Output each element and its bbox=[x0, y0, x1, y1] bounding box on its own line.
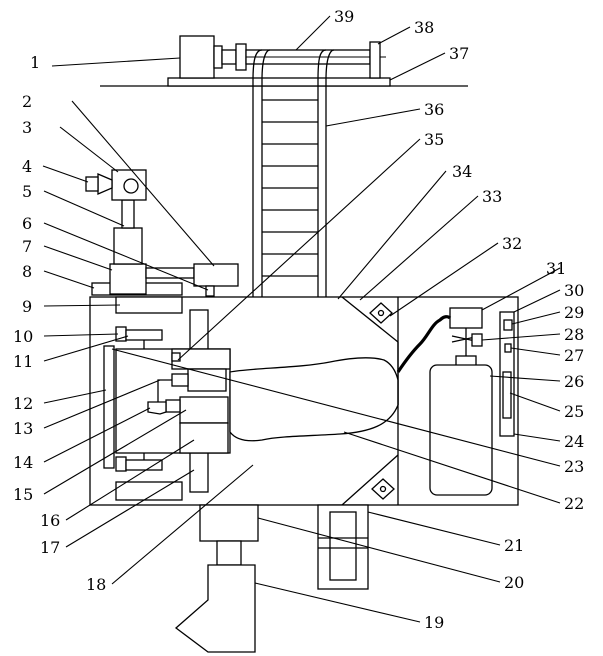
label-17: 17 bbox=[40, 538, 60, 557]
label-32: 32 bbox=[502, 234, 522, 253]
label-27: 27 bbox=[564, 346, 584, 365]
label-7: 7 bbox=[22, 237, 32, 256]
arm-body bbox=[230, 358, 398, 441]
lift-block-18 bbox=[200, 505, 258, 541]
camera-arm bbox=[146, 268, 194, 278]
label-28: 28 bbox=[564, 325, 584, 344]
indicator-27 bbox=[505, 344, 511, 352]
motor-14 bbox=[180, 397, 228, 423]
pole-base-7 bbox=[110, 264, 146, 294]
label-14: 14 bbox=[13, 453, 33, 472]
motor-16 bbox=[180, 423, 228, 453]
label-11: 11 bbox=[13, 352, 33, 371]
label-16: 16 bbox=[40, 511, 60, 530]
label-38: 38 bbox=[414, 18, 434, 37]
ladder-rope-left-outer bbox=[253, 50, 262, 298]
label-6: 6 bbox=[22, 214, 32, 233]
camera-lens-icon bbox=[124, 179, 138, 193]
label-23: 23 bbox=[564, 457, 584, 476]
label-21: 21 bbox=[504, 536, 524, 555]
rope-ladder bbox=[253, 50, 334, 298]
motor-flange bbox=[214, 46, 222, 68]
camera-front bbox=[86, 177, 98, 191]
label-15: 15 bbox=[13, 485, 33, 504]
camera-body-4 bbox=[98, 174, 112, 194]
label-19: 19 bbox=[424, 613, 444, 632]
label-4: 4 bbox=[22, 157, 32, 176]
label-20: 20 bbox=[504, 573, 524, 592]
label-18: 18 bbox=[86, 575, 106, 594]
label-1: 1 bbox=[30, 53, 40, 72]
label-24: 24 bbox=[564, 432, 584, 451]
label-10: 10 bbox=[13, 327, 33, 346]
label-36: 36 bbox=[424, 100, 444, 119]
label-9: 9 bbox=[22, 297, 32, 316]
pole-upper-5 bbox=[122, 200, 134, 228]
label-39: 39 bbox=[334, 7, 354, 26]
label-31: 31 bbox=[546, 259, 566, 278]
ladder-rope-right-inner bbox=[318, 50, 326, 298]
ladder-rungs bbox=[262, 100, 318, 276]
column-bottom bbox=[190, 452, 208, 492]
label-26: 26 bbox=[564, 372, 584, 391]
motor-13 bbox=[188, 369, 226, 391]
label-2: 2 bbox=[22, 92, 32, 111]
pole-lower-6 bbox=[114, 228, 142, 264]
clamp-bottom bbox=[126, 460, 162, 470]
clamp-top-11 bbox=[126, 330, 162, 340]
bottom-attachments bbox=[176, 505, 368, 652]
label-13: 13 bbox=[13, 419, 33, 438]
valve-box-31 bbox=[450, 308, 482, 328]
indicator-29 bbox=[504, 320, 512, 330]
label-8: 8 bbox=[22, 262, 32, 281]
bearing-left bbox=[236, 44, 246, 70]
coupling bbox=[222, 50, 236, 64]
control-box-2 bbox=[194, 264, 238, 286]
mounting-plate bbox=[168, 78, 390, 86]
back-plate-12 bbox=[104, 346, 114, 468]
label-22: 22 bbox=[564, 494, 584, 513]
top-plate-9 bbox=[116, 297, 182, 313]
camera-assembly bbox=[86, 170, 238, 296]
label-3: 3 bbox=[22, 118, 32, 137]
label-37: 37 bbox=[449, 44, 469, 63]
ladder-rope-left-inner bbox=[262, 50, 270, 298]
label-35: 35 bbox=[424, 130, 444, 149]
drill-head bbox=[148, 402, 166, 414]
bearing-right-38 bbox=[370, 42, 380, 78]
label-30: 30 bbox=[564, 281, 584, 300]
column-top bbox=[190, 310, 208, 352]
gauge-25 bbox=[503, 372, 511, 418]
gripper-19 bbox=[176, 565, 255, 652]
ceiling-winch-assembly bbox=[100, 36, 468, 86]
label-5: 5 bbox=[22, 182, 32, 201]
label-29: 29 bbox=[564, 303, 584, 322]
label-33: 33 bbox=[482, 187, 502, 206]
label-34: 34 bbox=[452, 162, 472, 181]
gas-cylinder-26 bbox=[430, 365, 492, 495]
ladder-rope-right-outer bbox=[326, 50, 334, 298]
lift-shaft bbox=[217, 541, 241, 565]
label-12: 12 bbox=[13, 394, 33, 413]
winch-motor bbox=[180, 36, 214, 78]
label-25: 25 bbox=[564, 402, 584, 421]
